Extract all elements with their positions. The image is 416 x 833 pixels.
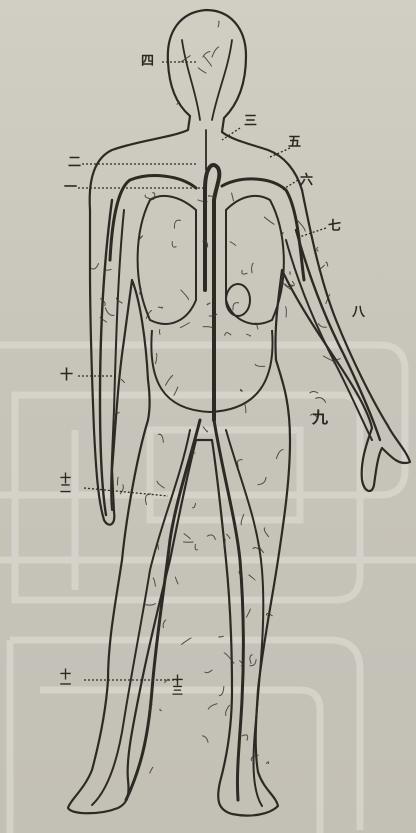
capillary-stroke	[326, 262, 328, 266]
capillary-stroke	[203, 51, 211, 57]
capillary-stroke	[192, 503, 195, 508]
capillary-stroke	[174, 220, 180, 228]
capillary-stroke	[276, 450, 283, 460]
capillary-stroke	[317, 247, 319, 251]
capillary-stroke	[255, 364, 265, 367]
capillary-stroke	[165, 375, 173, 385]
capillary-stroke	[285, 307, 286, 318]
capillary-stroke	[250, 655, 253, 664]
capillary-stroke	[212, 47, 219, 58]
capillary-stroke	[184, 533, 191, 539]
label-ten: 十	[60, 369, 73, 382]
capillary-stroke	[246, 334, 250, 336]
capillary-stroke	[106, 269, 111, 270]
capillary-stroke	[207, 535, 215, 540]
capillary-stroke	[232, 193, 234, 202]
label-nine: 九	[312, 410, 328, 426]
label-twelve: 十二	[60, 474, 74, 494]
capillary-stroke	[158, 307, 163, 308]
capillary-stroke	[242, 270, 248, 274]
lung-right	[226, 196, 284, 324]
capillary-stroke	[237, 460, 242, 467]
capillary-stroke	[258, 477, 266, 485]
capillary-stroke	[172, 241, 176, 247]
capillary-stroke	[203, 327, 213, 328]
capillary-stroke	[225, 333, 232, 336]
capillary-stroke	[158, 434, 163, 442]
kidney	[226, 284, 250, 316]
capillary-stroke	[282, 232, 283, 234]
leader-l6	[282, 180, 298, 190]
label-two: 二	[68, 156, 81, 169]
watermark-frames	[0, 345, 416, 833]
capillary-stroke	[159, 329, 160, 335]
label-one: 一	[64, 181, 77, 194]
capillary-stroke	[318, 323, 327, 327]
capillary-stroke	[230, 242, 236, 246]
label-five: 五	[288, 136, 301, 149]
label-seven: 七	[328, 220, 341, 233]
capillary-stroke	[153, 578, 156, 587]
label-eleven: 十一	[60, 670, 74, 690]
capillary-stroke	[226, 705, 230, 716]
label-four: 四	[141, 55, 154, 68]
lung-left	[138, 196, 196, 324]
capillary-stroke	[226, 534, 230, 539]
capillary-stroke	[208, 704, 217, 710]
capillary-stroke	[180, 323, 190, 328]
label-thirteen: 十三	[172, 676, 186, 696]
capillary-stroke	[242, 735, 248, 741]
capillary-stroke	[157, 481, 165, 488]
label-eight: 八	[352, 306, 365, 319]
capillary-stroke	[160, 709, 162, 711]
capillary-stroke	[233, 303, 239, 311]
capillary-stroke	[246, 609, 250, 618]
capillary-stroke	[91, 263, 99, 269]
capillary-stroke	[117, 477, 118, 485]
capillary-stroke	[264, 217, 274, 225]
label-three: 三	[244, 115, 257, 128]
capillary-stroke	[240, 389, 242, 391]
capillary-stroke	[150, 767, 153, 773]
capillary-stroke	[198, 68, 206, 74]
capillary-stroke	[245, 402, 246, 413]
capillary-stroke	[204, 670, 212, 673]
capillary-stroke	[121, 379, 125, 383]
capillary-stroke	[158, 544, 159, 550]
capillary-stroke	[163, 620, 166, 628]
capillary-stroke	[204, 56, 211, 66]
capillary-stroke	[218, 21, 219, 27]
capillary-stroke	[156, 353, 157, 364]
capillary-stroke	[249, 575, 256, 581]
capillary-stroke	[202, 736, 208, 743]
capillary-stroke	[175, 577, 178, 585]
organs	[138, 196, 284, 412]
capillary-stroke	[207, 303, 210, 305]
capillary-stroke	[105, 307, 114, 315]
label-six: 六	[300, 174, 313, 187]
capillary-stroke	[181, 290, 189, 300]
capillary-stroke	[252, 263, 254, 273]
capillary-stroke	[195, 544, 198, 550]
capillary-stroke	[266, 762, 268, 764]
capillary-stroke	[291, 281, 295, 285]
capillary-stroke	[264, 528, 269, 537]
